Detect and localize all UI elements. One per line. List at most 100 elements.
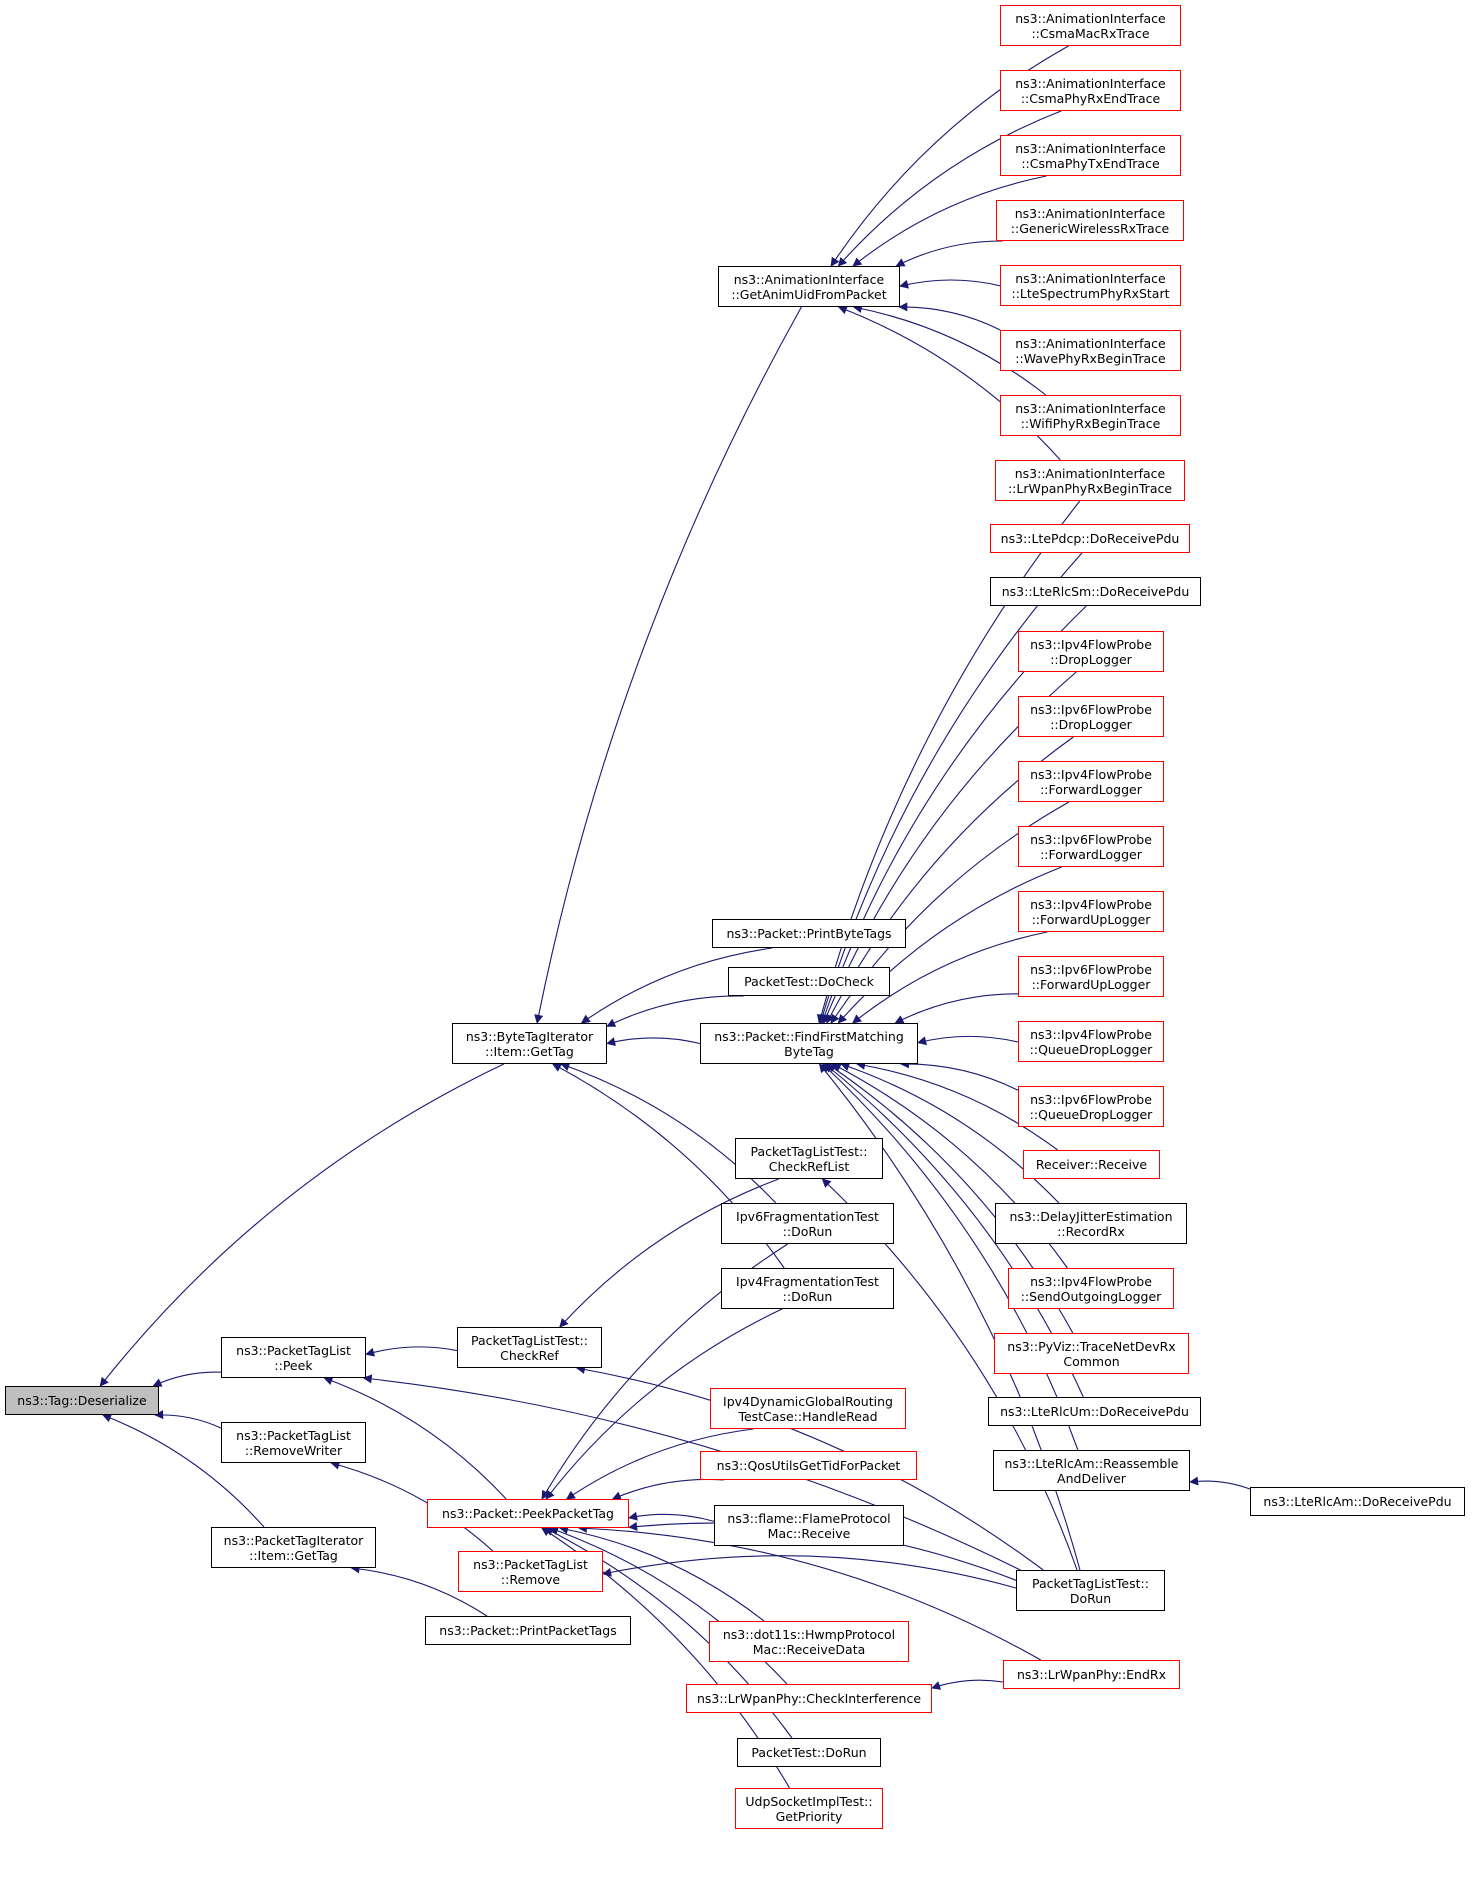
node-animationinterface-wifiphyrxbegintrace[interactable]: ns3::AnimationInterface ::WifiPhyRxBegin… — [1000, 395, 1181, 436]
node-label: ::QueueDropLogger — [1029, 1041, 1153, 1057]
node-ipv6flowprobe-forwarduplogger[interactable]: ns3::Ipv6FlowProbe ::ForwardUpLogger — [1018, 956, 1164, 997]
edge-ai-wifiphy-to-ai-getanimuid — [852, 304, 1047, 396]
edge-ai-genericwireless-to-ai-getanimuid — [895, 240, 1003, 267]
node-packet-findfirstmatchingbytetag[interactable]: ns3::Packet::FindFirstMatching ByteTag — [700, 1023, 918, 1064]
node-label: ::RemoveWriter — [244, 1442, 343, 1458]
node-animationinterface-lrwpanphyrxbegintrace[interactable]: ns3::AnimationInterface ::LrWpanPhyRxBeg… — [995, 460, 1185, 501]
node-label: Ipv4FragmentationTest — [736, 1273, 879, 1289]
node-label: ns3::PacketTagList — [236, 1342, 351, 1358]
node-packettest-docheck[interactable]: PacketTest::DoCheck — [728, 967, 890, 996]
node-lterlcum-doreceivepdu[interactable]: ns3::LteRlcUm::DoReceivePdu — [988, 1397, 1201, 1426]
node-packettest-dorun[interactable]: PacketTest::DoRun — [737, 1738, 881, 1767]
node-packet-printpackettags[interactable]: ns3::Packet::PrintPacketTags — [425, 1616, 631, 1645]
node-label: PacketTest::DoCheck — [744, 974, 874, 989]
node-label: ns3::dot11s::HwmpProtocol — [722, 1626, 896, 1642]
edge-ptlt-dorun-to-pkt-findfirstmatching — [818, 1063, 1081, 1571]
edge-delayjitter-recordrx-to-pkt-findfirstmatching — [840, 1062, 1060, 1204]
node-ltepdcp-doreceivepdu[interactable]: ns3::LtePdcp::DoReceivePdu — [990, 524, 1190, 553]
node-ipv4dynamicglobalrouting-handleread[interactable]: Ipv4DynamicGlobalRouting TestCase::Handl… — [710, 1388, 906, 1429]
node-label: Ipv6FragmentationTest — [736, 1208, 879, 1224]
node-pyviz-tracenetdevrxcommon[interactable]: ns3::PyViz::TraceNetDevRx Common — [994, 1333, 1189, 1374]
edge-ai-csmaphytxend-to-ai-getanimuid — [852, 175, 1047, 267]
node-label: ns3::PacketTagList — [236, 1427, 351, 1443]
node-hwmpprotocolmac-receivedata[interactable]: ns3::dot11s::HwmpProtocol Mac::ReceiveDa… — [709, 1621, 909, 1662]
node-ipv4fragmentationtest-dorun[interactable]: Ipv4FragmentationTest ::DoRun — [721, 1268, 894, 1309]
node-label: ns3::LteRlcSm::DoReceivePdu — [1001, 584, 1190, 599]
node-receiver-receive[interactable]: Receiver::Receive — [1023, 1150, 1160, 1179]
edge-ipv4dyn-handleread-to-pkt-peekpackettag — [565, 1428, 754, 1500]
edge-ptlt-checkreflist-to-ptlt-checkref — [559, 1178, 779, 1328]
node-ipv4flowprobe-sendoutgoinglogger[interactable]: ns3::Ipv4FlowProbe ::SendOutgoingLogger — [1008, 1268, 1174, 1309]
node-delayjitterestimation-recordrx[interactable]: ns3::DelayJitterEstimation ::RecordRx — [995, 1203, 1187, 1244]
node-label: PacketTest::DoRun — [751, 1745, 867, 1760]
node-animationinterface-getanimuidfrompacket[interactable]: ns3::AnimationInterface ::GetAnimUidFrom… — [718, 266, 900, 307]
node-lterlcam-reassembleanddeliver[interactable]: ns3::LteRlcAm::Reassemble AndDeliver — [993, 1450, 1190, 1491]
node-animationinterface-csmaphytxendtrace[interactable]: ns3::AnimationInterface ::CsmaPhyTxEndTr… — [1000, 135, 1181, 176]
node-animationinterface-ltespectrumphyrxstart[interactable]: ns3::AnimationInterface ::LteSpectrumPhy… — [1000, 265, 1181, 306]
node-udpsocketimpltest-getpriority[interactable]: UdpSocketImplTest:: GetPriority — [735, 1788, 883, 1829]
node-animationinterface-genericwirelessrxtrace[interactable]: ns3::AnimationInterface ::GenericWireles… — [996, 200, 1184, 241]
node-label: ::DoRun — [782, 1223, 833, 1239]
node-label: ns3::Ipv4FlowProbe — [1030, 766, 1152, 782]
node-label: GetPriority — [775, 1808, 843, 1824]
node-label: ns3::LtePdcp::DoReceivePdu — [1000, 531, 1180, 546]
edge-ptlt-checkref-to-ptl-peek — [365, 1346, 458, 1357]
node-packettagiterator-item-gettag[interactable]: ns3::PacketTagIterator ::Item::GetTag — [211, 1527, 376, 1568]
node-label: ByteTag — [784, 1043, 834, 1059]
node-ipv6fragmentationtest-dorun[interactable]: Ipv6FragmentationTest ::DoRun — [721, 1203, 894, 1244]
node-label: ::Peek — [274, 1357, 313, 1373]
node-flameprotocolmac-receive[interactable]: ns3::flame::FlameProtocol Mac::Receive — [714, 1505, 904, 1546]
node-label: ns3::PacketTagIterator — [223, 1532, 364, 1548]
node-animationinterface-wavephyrxbegintrace[interactable]: ns3::AnimationInterface ::WavePhyRxBegin… — [1000, 330, 1181, 371]
node-label: ns3::AnimationInterface — [1015, 140, 1166, 156]
node-packettaglisttest-checkreflist[interactable]: PacketTagListTest:: CheckRefList — [735, 1138, 883, 1179]
node-ipv6flowprobe-droplogger[interactable]: ns3::Ipv6FlowProbe ::DropLogger — [1018, 696, 1164, 737]
node-packettaglist-removewriter[interactable]: ns3::PacketTagList ::RemoveWriter — [221, 1422, 366, 1463]
node-label: Common — [1063, 1353, 1120, 1369]
node-packet-printbytetags[interactable]: ns3::Packet::PrintByteTags — [712, 919, 906, 948]
edge-pkt-printbytetags-to-bti-gettag — [580, 947, 773, 1024]
node-lterlcam-doreceivepdu[interactable]: ns3::LteRlcAm::DoReceivePdu — [1250, 1487, 1465, 1516]
node-label: ::QueueDropLogger — [1029, 1106, 1153, 1122]
edge-lterlcam-doreceive-to-lterlcam-reassemble — [1189, 1476, 1251, 1490]
node-label: ns3::Ipv6FlowProbe — [1030, 961, 1152, 977]
node-bytetagiterator-item-gettag[interactable]: ns3::ByteTagIterator ::Item::GetTag — [452, 1023, 607, 1064]
node-label: ::ForwardLogger — [1040, 781, 1142, 797]
node-qosutilsgettidforpacket[interactable]: ns3::QosUtilsGetTidForPacket — [700, 1451, 917, 1480]
node-animationinterface-csmamacrxtrace[interactable]: ns3::AnimationInterface ::CsmaMacRxTrace — [1000, 5, 1181, 46]
node-ipv4flowprobe-forwarduplogger[interactable]: ns3::Ipv4FlowProbe ::ForwardUpLogger — [1018, 891, 1164, 932]
node-packettaglisttest-dorun[interactable]: PacketTagListTest:: DoRun — [1016, 1570, 1165, 1611]
node-label: ns3::Packet::PrintByteTags — [726, 926, 892, 941]
node-ipv4flowprobe-queuedroplogger[interactable]: ns3::Ipv4FlowProbe ::QueueDropLogger — [1018, 1021, 1164, 1062]
node-label: ::SendOutgoingLogger — [1020, 1288, 1162, 1304]
node-packettaglist-remove[interactable]: ns3::PacketTagList ::Remove — [458, 1551, 603, 1592]
node-label: ::LrWpanPhyRxBeginTrace — [1007, 480, 1173, 496]
node-lterlcsm-doreceivepdu[interactable]: ns3::LteRlcSm::DoReceivePdu — [990, 577, 1201, 606]
node-label: PacketTagListTest:: — [750, 1143, 868, 1159]
node-label: ns3::LteRlcAm::DoReceivePdu — [1263, 1494, 1452, 1509]
edge-pkt-findfirstmatching-to-bti-gettag — [606, 1037, 701, 1046]
node-label: ns3::Tag::Deserialize — [17, 1393, 147, 1408]
edge-ipv6fp-forwarduplogger-to-pkt-findfirstmatching — [894, 993, 1019, 1024]
node-animationinterface-csmaphyrxendtrace[interactable]: ns3::AnimationInterface ::CsmaPhyRxEndTr… — [1000, 70, 1181, 111]
node-label: UdpSocketImplTest:: — [745, 1793, 873, 1809]
node-packet-peekpackettag[interactable]: ns3::Packet::PeekPacketTag — [427, 1499, 629, 1528]
node-label: ns3::Ipv4FlowProbe — [1030, 1026, 1152, 1042]
node-lrwpanphy-endrx[interactable]: ns3::LrWpanPhy::EndRx — [1003, 1660, 1180, 1689]
node-label: ns3::flame::FlameProtocol — [727, 1510, 891, 1526]
edge-ai-ltespectrum-to-ai-getanimuid — [899, 279, 1001, 289]
edge-ipv6fp-forwardlogger-to-pkt-findfirstmatching — [837, 866, 1062, 1024]
node-ipv4flowprobe-droplogger[interactable]: ns3::Ipv4FlowProbe ::DropLogger — [1018, 631, 1164, 672]
node-packettaglisttest-checkref[interactable]: PacketTagListTest:: CheckRef — [457, 1327, 602, 1368]
node-lrwpanphy-checkinterference[interactable]: ns3::LrWpanPhy::CheckInterference — [686, 1684, 932, 1713]
node-ipv6flowprobe-queuedroplogger[interactable]: ns3::Ipv6FlowProbe ::QueueDropLogger — [1018, 1086, 1164, 1127]
edge-ai-csmaphyrxend-to-ai-getanimuid — [837, 110, 1062, 267]
node-packettaglist-peek[interactable]: ns3::PacketTagList ::Peek — [221, 1337, 366, 1378]
node-label: ns3::QosUtilsGetTidForPacket — [716, 1458, 901, 1473]
node-ipv6flowprobe-forwardlogger[interactable]: ns3::Ipv6FlowProbe ::ForwardLogger — [1018, 826, 1164, 867]
node-ipv4flowprobe-forwardlogger[interactable]: ns3::Ipv4FlowProbe ::ForwardLogger — [1018, 761, 1164, 802]
edge-ipv4frag-dorun-to-pkt-peekpackettag — [545, 1308, 783, 1500]
node-label: Receiver::Receive — [1035, 1157, 1148, 1172]
node-label: ::Item::GetTag — [249, 1547, 338, 1563]
